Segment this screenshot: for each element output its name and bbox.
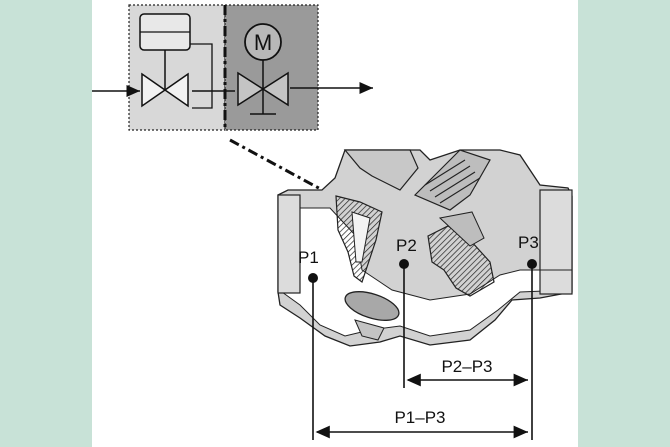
impulse-line <box>190 43 213 109</box>
leader-line <box>229 138 327 194</box>
dim-label-p1-p3: P1–P3 <box>394 408 445 427</box>
dim-label-p2-p3: P2–P3 <box>441 357 492 376</box>
measurement-points: P1 P2 P3 P2–P3 P1–P3 <box>298 233 539 440</box>
inlet-port <box>277 194 301 294</box>
label-p3: P3 <box>518 233 539 252</box>
schematic: M <box>92 4 373 194</box>
outlet-port <box>539 189 573 295</box>
thread-ribs <box>424 159 481 204</box>
actuator-thread <box>413 149 491 211</box>
motor-label: M <box>254 30 272 55</box>
top-housing <box>343 149 419 191</box>
valve-cutaway <box>277 149 573 347</box>
manual-valve-icon <box>141 72 167 108</box>
control-valve-box <box>224 4 319 131</box>
label-p2: P2 <box>396 236 417 255</box>
valve-disc <box>344 291 400 321</box>
label-p1: P1 <box>298 248 319 267</box>
control-valve-icon <box>237 71 265 107</box>
